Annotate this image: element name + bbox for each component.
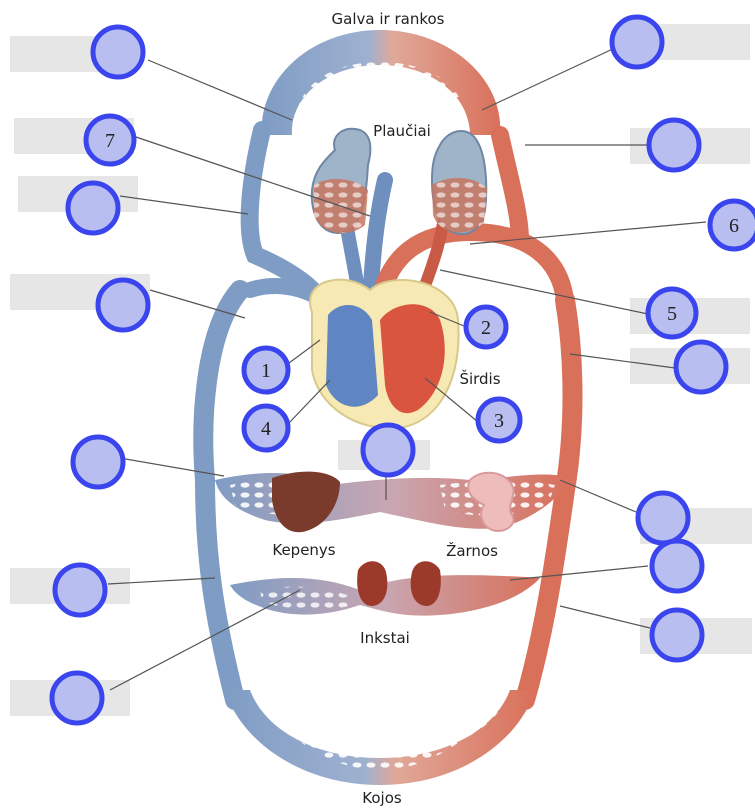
marker-4-label: 4: [261, 418, 271, 440]
hotspot-kidney-vein[interactable]: [55, 565, 105, 615]
marker-2-label: 2: [481, 317, 491, 339]
marker-3-label: 3: [494, 410, 504, 432]
kidney-right: [411, 561, 441, 606]
marker-7-label: 7: [105, 130, 115, 152]
hotspot-head-vein[interactable]: [93, 27, 143, 77]
heart: [310, 280, 459, 429]
hotspot-leg-artery[interactable]: [652, 610, 702, 660]
hotspot-leg-vein[interactable]: [52, 673, 102, 723]
hotspot-portal-vein[interactable]: [363, 425, 413, 475]
hotspot-aorta-upper[interactable]: [649, 120, 699, 170]
marker-6-label: 6: [729, 215, 739, 237]
lungs: [312, 129, 487, 234]
liver-shape: [272, 472, 340, 533]
label-lungs: Plaučiai: [373, 122, 431, 140]
marker-5-label: 5: [667, 303, 677, 325]
label-intestines: Žarnos: [446, 541, 498, 560]
kidney-left: [357, 561, 387, 606]
legs-circulation: [225, 665, 535, 785]
label-head: Galva ir rankos: [332, 10, 445, 28]
digestive-bed: [215, 472, 570, 533]
label-heart: Širdis: [459, 369, 500, 388]
head-circulation: [262, 30, 501, 135]
hotspot-upper-vena-cava[interactable]: [68, 183, 118, 233]
hotspot-left-vein[interactable]: [98, 280, 148, 330]
hotspot-head-artery[interactable]: [612, 17, 662, 67]
hotspot-aorta-right[interactable]: [676, 342, 726, 392]
kidney-bed: [230, 561, 540, 615]
hotspot-kidney-artery[interactable]: [652, 541, 702, 591]
label-kidneys: Inkstai: [360, 629, 410, 647]
label-liver: Kepenys: [272, 541, 335, 559]
marker-1-label: 1: [261, 360, 271, 382]
label-legs: Kojos: [362, 789, 402, 807]
hotspot-intestine-artery[interactable]: [638, 493, 688, 543]
hotspot-liver-vein[interactable]: [73, 437, 123, 487]
